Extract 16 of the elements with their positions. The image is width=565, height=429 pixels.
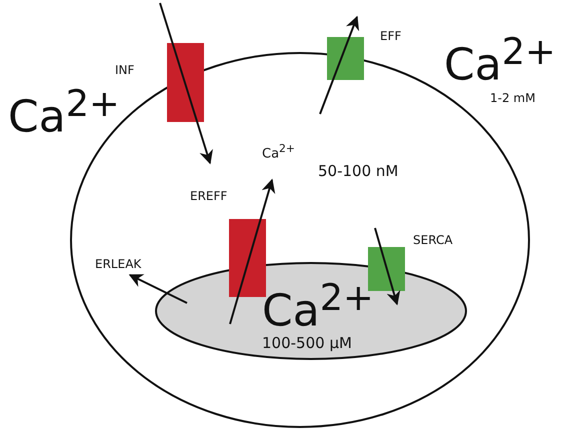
concentration-label: 1-2 mM xyxy=(490,92,536,104)
channel-block xyxy=(229,219,266,297)
concentration-label: 50-100 nM xyxy=(318,164,398,179)
pump-block xyxy=(327,37,364,80)
channel-label: EREFF xyxy=(190,190,228,202)
channel-label: ERLEAK xyxy=(95,258,142,270)
ion-label: Ca$^{2+}$ xyxy=(8,86,120,140)
pump-block xyxy=(368,247,405,291)
channel-block xyxy=(167,43,204,122)
channel-label: EFF xyxy=(380,30,402,42)
channel-label: SERCA xyxy=(413,234,453,246)
ion-label: Ca$^{2+}$ xyxy=(444,34,556,88)
concentration-label: 100-500 µM xyxy=(262,336,352,351)
channel-label: INF xyxy=(115,64,134,76)
ion-label: Ca$^{2+}$ xyxy=(262,280,374,334)
ion-label: Ca$^{2+}$ xyxy=(262,144,296,160)
